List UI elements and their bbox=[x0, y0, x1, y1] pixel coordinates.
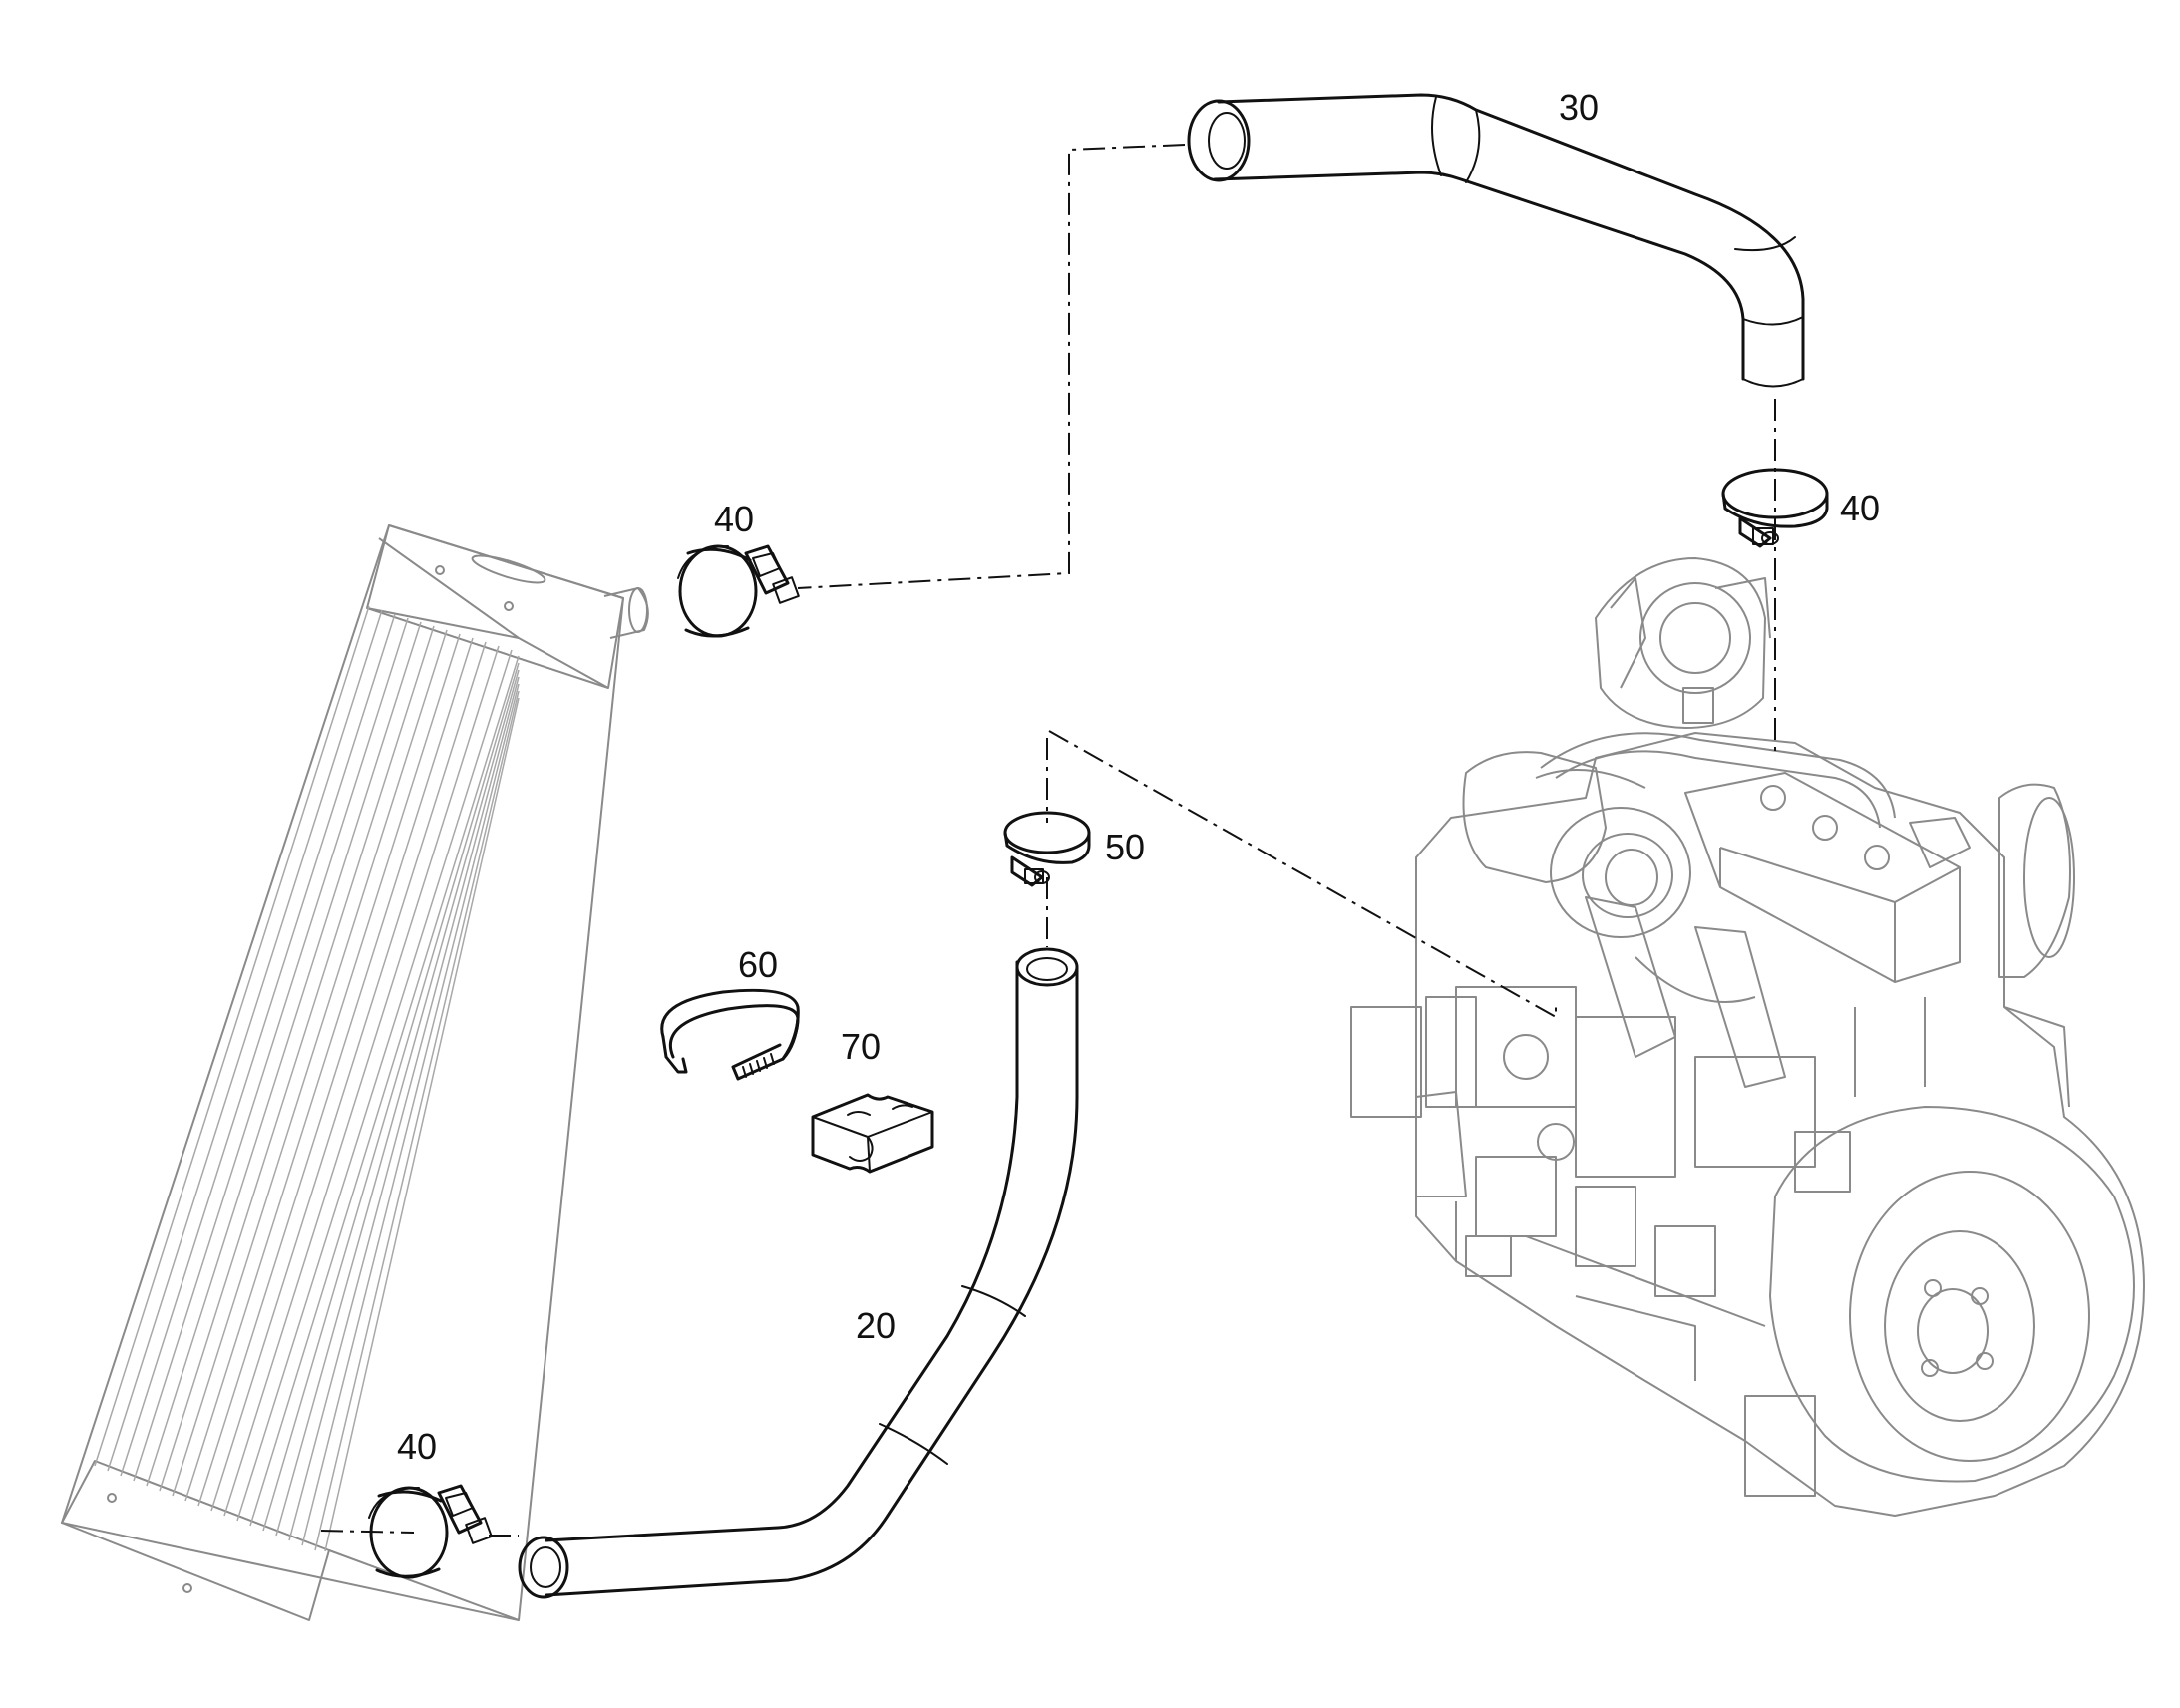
turbocharger bbox=[1462, 751, 1691, 938]
fan-housing bbox=[1909, 783, 2075, 978]
hose-clamp-upper-right bbox=[1721, 468, 1829, 548]
band-ring-clamp bbox=[660, 988, 800, 1081]
callout-hose-upper: 30 bbox=[1559, 87, 1599, 128]
intercooler-core bbox=[61, 524, 649, 1621]
callout-labels: 30 40 40 50 60 70 20 40 bbox=[397, 87, 1880, 1467]
rubber-spacer-block bbox=[811, 1093, 934, 1174]
hose-clamp-upper-left bbox=[677, 544, 800, 638]
callout-ring-clamp: 60 bbox=[738, 944, 778, 985]
engine-assembly bbox=[1350, 557, 2145, 1517]
callout-hose-lower: 20 bbox=[856, 1305, 896, 1346]
hose-clamp-small bbox=[1003, 811, 1091, 887]
callout-clamp-lower-left: 40 bbox=[397, 1426, 437, 1467]
valve-cover bbox=[1684, 772, 1961, 983]
callout-clamp-small: 50 bbox=[1105, 827, 1145, 867]
callout-clamp-upper-left: 40 bbox=[714, 499, 754, 539]
alternator bbox=[1595, 557, 1771, 729]
callout-rubber-block: 70 bbox=[841, 1026, 881, 1067]
intercooler-fins bbox=[94, 605, 520, 1552]
lower-charge-air-hose bbox=[518, 947, 1079, 1599]
flywheel-housing bbox=[1744, 1106, 2135, 1497]
callout-clamp-upper-right: 40 bbox=[1840, 488, 1880, 528]
hose-clamp-lower-left bbox=[368, 1484, 493, 1579]
engine-side-details bbox=[1350, 896, 2070, 1381]
upper-charge-air-hose bbox=[1187, 93, 1805, 388]
leader-lines bbox=[320, 144, 1776, 1537]
